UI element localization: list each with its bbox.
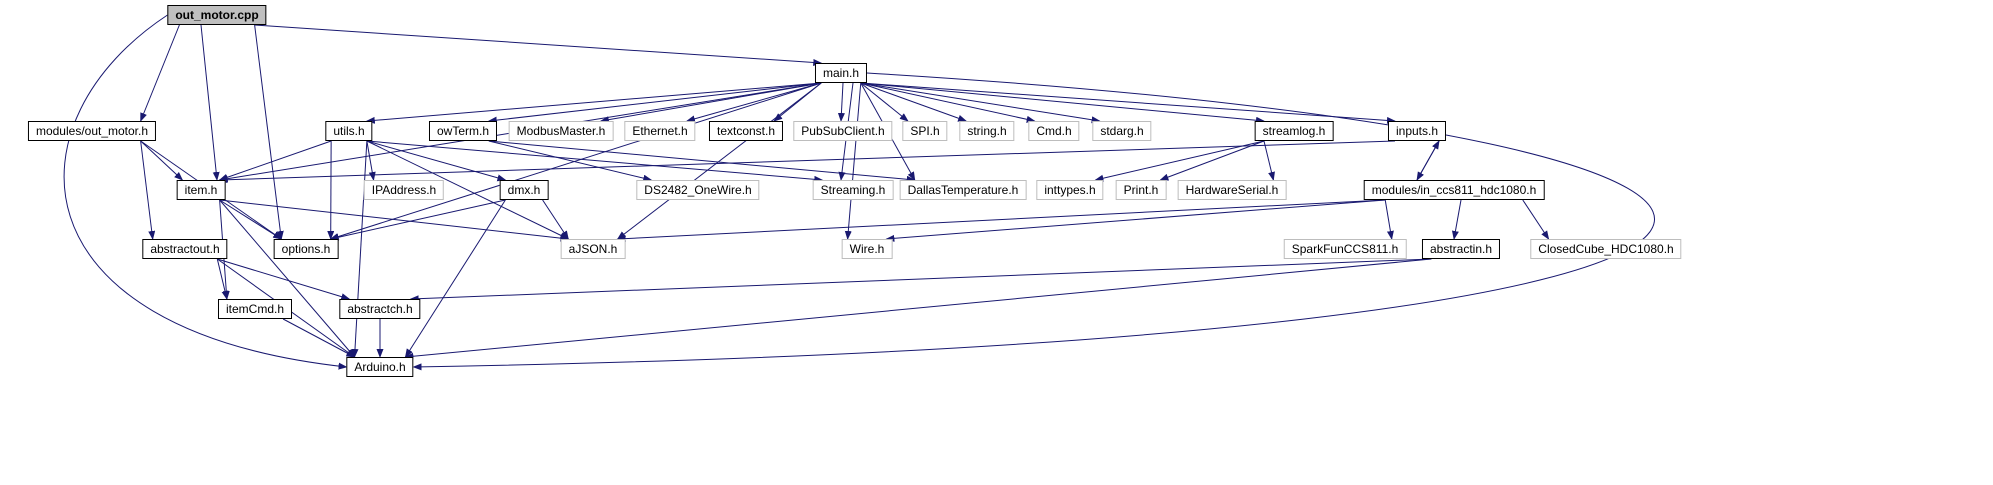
graph-node-out_motor_cpp: out_motor.cpp <box>167 5 267 25</box>
graph-node-ethernet_h[interactable]: Ethernet.h <box>624 121 696 141</box>
edge-modules_out_motor_h-to-abstractout_h <box>140 140 156 240</box>
edge-out_motor_cpp-to-options_h <box>254 24 284 240</box>
graph-node-ds2482_onewire_h[interactable]: DS2482_OneWire.h <box>636 180 760 200</box>
graph-node-options_h[interactable]: options.h <box>273 239 339 259</box>
edge-dmx_h-to-ajson_h <box>542 199 569 240</box>
graph-node-inttypes_h[interactable]: inttypes.h <box>1036 180 1104 200</box>
graph-node-string_h[interactable]: string.h <box>959 121 1015 141</box>
edge-main_h-to-utils_h <box>365 82 822 124</box>
edge-item_h-to-ajson_h <box>219 199 570 242</box>
edge-main_h-to-ajson_h <box>616 82 822 240</box>
edge-main_h-to-inputs_h <box>860 82 1396 124</box>
edge-main_h-to-streamlog_h <box>860 82 1265 124</box>
edge-utils_h-to-item_h <box>218 140 332 181</box>
edge-item_h-to-arduino_h <box>219 199 356 358</box>
edge-owterm_h-to-ds2482_onewire_h <box>488 140 653 182</box>
graph-node-ajson_h[interactable]: aJSON.h <box>560 239 626 259</box>
graph-node-dallastemperature_h[interactable]: DallasTemperature.h <box>899 180 1027 200</box>
edge-modules_in_ccs811_hdc1080_h-to-abstractin_h <box>1451 199 1462 240</box>
graph-node-spi_h[interactable]: SPI.h <box>902 121 948 141</box>
edge-main_h-to-ethernet_h <box>686 82 822 123</box>
graph-node-item_h[interactable]: item.h <box>176 180 226 200</box>
edge-utils_h-to-ajson_h <box>366 140 570 240</box>
graph-node-sparkfunccs811_h[interactable]: SparkFunCCS811.h <box>1283 239 1407 259</box>
edge-itemcmd_h-to-arduino_h <box>282 318 356 358</box>
edge-dmx_h-to-options_h <box>329 199 506 241</box>
edge-utils_h-to-streaming_h <box>366 140 824 183</box>
graph-node-modules_in_ccs811_hdc1080_h[interactable]: modules/in_ccs811_hdc1080.h <box>1363 180 1545 200</box>
edge-modules_out_motor_h-to-item_h <box>140 140 184 181</box>
graph-node-dmx_h[interactable]: dmx.h <box>499 180 549 200</box>
edge-abstractout_h-to-abstractch_h <box>217 258 351 301</box>
edge-main_h-to-owterm_h <box>487 82 822 124</box>
edge-out_motor_cpp-to-main_h <box>254 24 823 66</box>
edge-main_h-to-string_h <box>860 82 968 122</box>
edge-modules_in_ccs811_hdc1080_h-to-inputs_h <box>1416 140 1440 181</box>
edge-out_motor_cpp-to-arduino_h <box>63 14 348 370</box>
graph-node-cmd_h[interactable]: Cmd.h <box>1028 121 1080 141</box>
graph-node-utils_h[interactable]: utils.h <box>325 121 373 141</box>
graph-node-hardwareserial_h[interactable]: HardwareSerial.h <box>1177 180 1287 200</box>
edge-main_h-to-options_h <box>329 82 822 240</box>
edge-main_h-to-spi_h <box>860 82 909 122</box>
graph-node-itemcmd_h[interactable]: itemCmd.h <box>217 299 293 319</box>
edge-item_h-to-options_h <box>219 199 283 240</box>
graph-node-pubsubclient_h[interactable]: PubSubClient.h <box>793 121 893 141</box>
edge-modules_in_ccs811_hdc1080_h-to-sparkfunccs811_h <box>1384 199 1394 240</box>
graph-node-main_h[interactable]: main.h <box>814 63 868 83</box>
edge-abstractout_h-to-itemcmd_h <box>216 258 229 300</box>
edge-main_h-to-wire_h <box>844 82 862 240</box>
edge-utils_h-to-arduino_h <box>351 140 368 358</box>
graph-node-arduino_h[interactable]: Arduino.h <box>346 357 414 377</box>
edge-streamlog_h-to-print_h <box>1159 140 1265 181</box>
graph-node-abstractin_h[interactable]: abstractin.h <box>1421 239 1501 259</box>
graph-node-owterm_h[interactable]: owTerm.h <box>428 121 498 141</box>
edge-modules_in_ccs811_hdc1080_h-to-ajson_h <box>616 199 1386 243</box>
graph-node-wire_h[interactable]: Wire.h <box>841 239 893 259</box>
edge-modules_in_ccs811_hdc1080_h-to-wire_h <box>885 199 1386 242</box>
edge-abstractin_h-to-abstractch_h <box>409 258 1432 303</box>
edge-abstractin_h-to-arduino_h <box>404 258 1432 360</box>
edge-utils_h-to-ipaddress_h <box>366 140 376 181</box>
graph-node-closedcube_hdc1080_h[interactable]: ClosedCube_HDC1080.h <box>1530 239 1682 259</box>
graph-node-print_h[interactable]: Print.h <box>1115 180 1167 200</box>
edge-dmx_h-to-arduino_h <box>404 199 506 358</box>
graph-node-modbusmaster_h[interactable]: ModbusMaster.h <box>508 121 614 141</box>
graph-node-stdarg_h[interactable]: stdarg.h <box>1092 121 1152 141</box>
edge-inputs_h-to-item_h <box>218 140 1395 184</box>
edge-main_h-to-stdarg_h <box>860 82 1101 124</box>
edge-modules_in_ccs811_hdc1080_h-to-closedcube_hdc1080_h <box>1522 199 1550 240</box>
edge-main_h-to-cmd_h <box>860 82 1036 123</box>
edge-main_h-to-pubsubclient_h <box>837 82 845 122</box>
graph-node-abstractout_h[interactable]: abstractout.h <box>142 239 228 259</box>
graph-node-streamlog_h[interactable]: streamlog.h <box>1254 121 1334 141</box>
edge-main_h-to-arduino_h <box>412 72 1655 371</box>
edge-out_motor_cpp-to-item_h <box>200 24 220 181</box>
graph-node-streaming_h[interactable]: Streaming.h <box>812 180 894 200</box>
graph-node-inputs_h[interactable]: inputs.h <box>1387 121 1447 141</box>
graph-node-abstractch_h[interactable]: abstractch.h <box>339 299 421 319</box>
edge-out_motor_cpp-to-modules_out_motor_h <box>140 24 180 122</box>
graph-node-ipaddress_h[interactable]: IPAddress.h <box>363 180 445 200</box>
edge-owterm_h-to-dallastemperature_h <box>488 140 916 183</box>
graph-node-modules_out_motor_h[interactable]: modules/out_motor.h <box>27 121 157 141</box>
edge-streamlog_h-to-inttypes_h <box>1094 140 1265 182</box>
graph-node-textconst_h[interactable]: textconst.h <box>708 121 784 141</box>
edge-streamlog_h-to-hardwareserial_h <box>1263 140 1275 181</box>
edge-utils_h-to-dmx_h <box>366 140 507 182</box>
